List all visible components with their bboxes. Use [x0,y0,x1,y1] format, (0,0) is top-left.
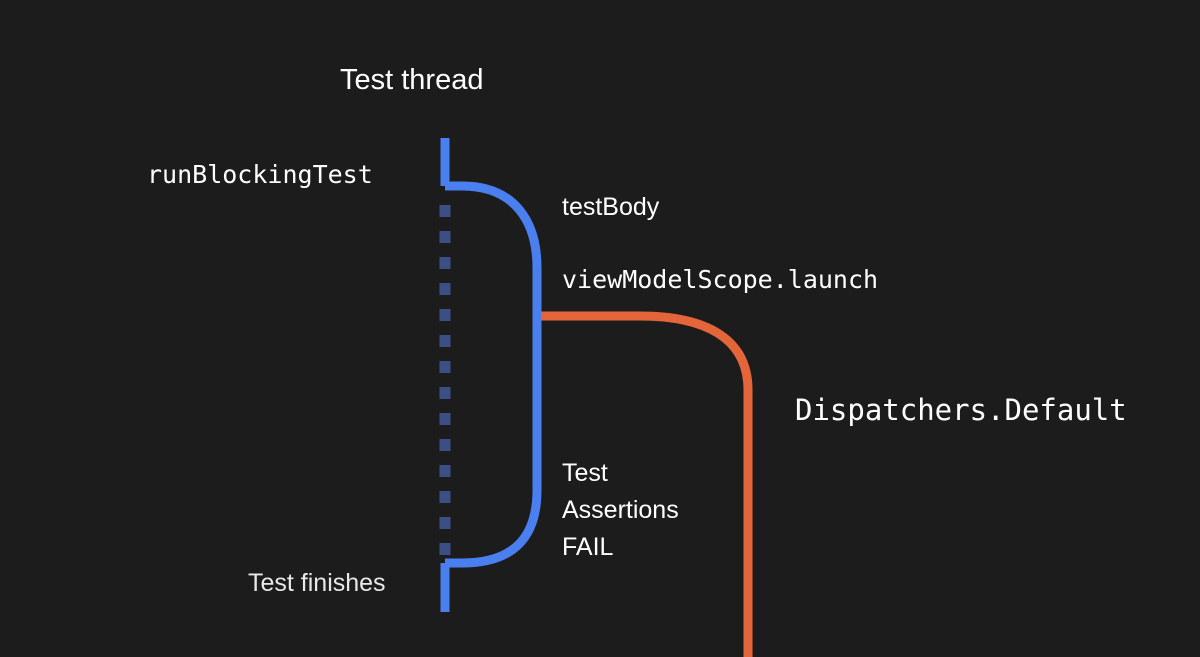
assertions-line-fail: FAIL [562,533,614,561]
assertions-line-test: Test [562,459,608,487]
test-finishes-label: Test finishes [248,569,386,597]
assertions-line-assertions: Assertions [562,496,679,524]
launch-label: viewModelScope.launch [562,265,879,294]
thread-title: Test thread [340,64,484,96]
run-blocking-test-label: runBlockingTest [147,160,373,189]
assertions-label: Test Assertions FAIL [562,455,679,566]
test-body-label: testBody [562,193,660,221]
dispatcher-label: Dispatchers.Default [795,393,1127,427]
test-body-branch [445,181,542,568]
dispatcher-branch [541,311,753,657]
